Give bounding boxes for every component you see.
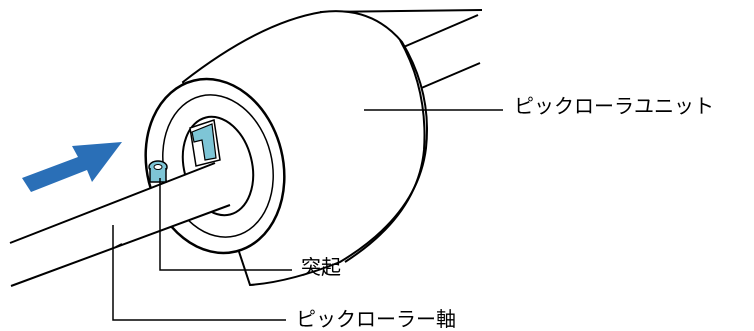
pick-roller-shaft-label: ピックローラー軸: [296, 307, 456, 331]
roller-back-edge: [344, 39, 426, 263]
shaft-pin: [148, 160, 168, 183]
pick-roller-unit-label: ピックローラユニット: [514, 94, 714, 118]
arrow-right-icon: [22, 142, 122, 192]
leader-shaft: [112, 225, 286, 321]
protrusion-tab: [191, 123, 217, 161]
leader-protrusion: [159, 178, 292, 271]
protrusion-label: 突起: [301, 255, 341, 279]
shaft-front: [9, 162, 231, 287]
leader-lines: [112, 109, 503, 321]
